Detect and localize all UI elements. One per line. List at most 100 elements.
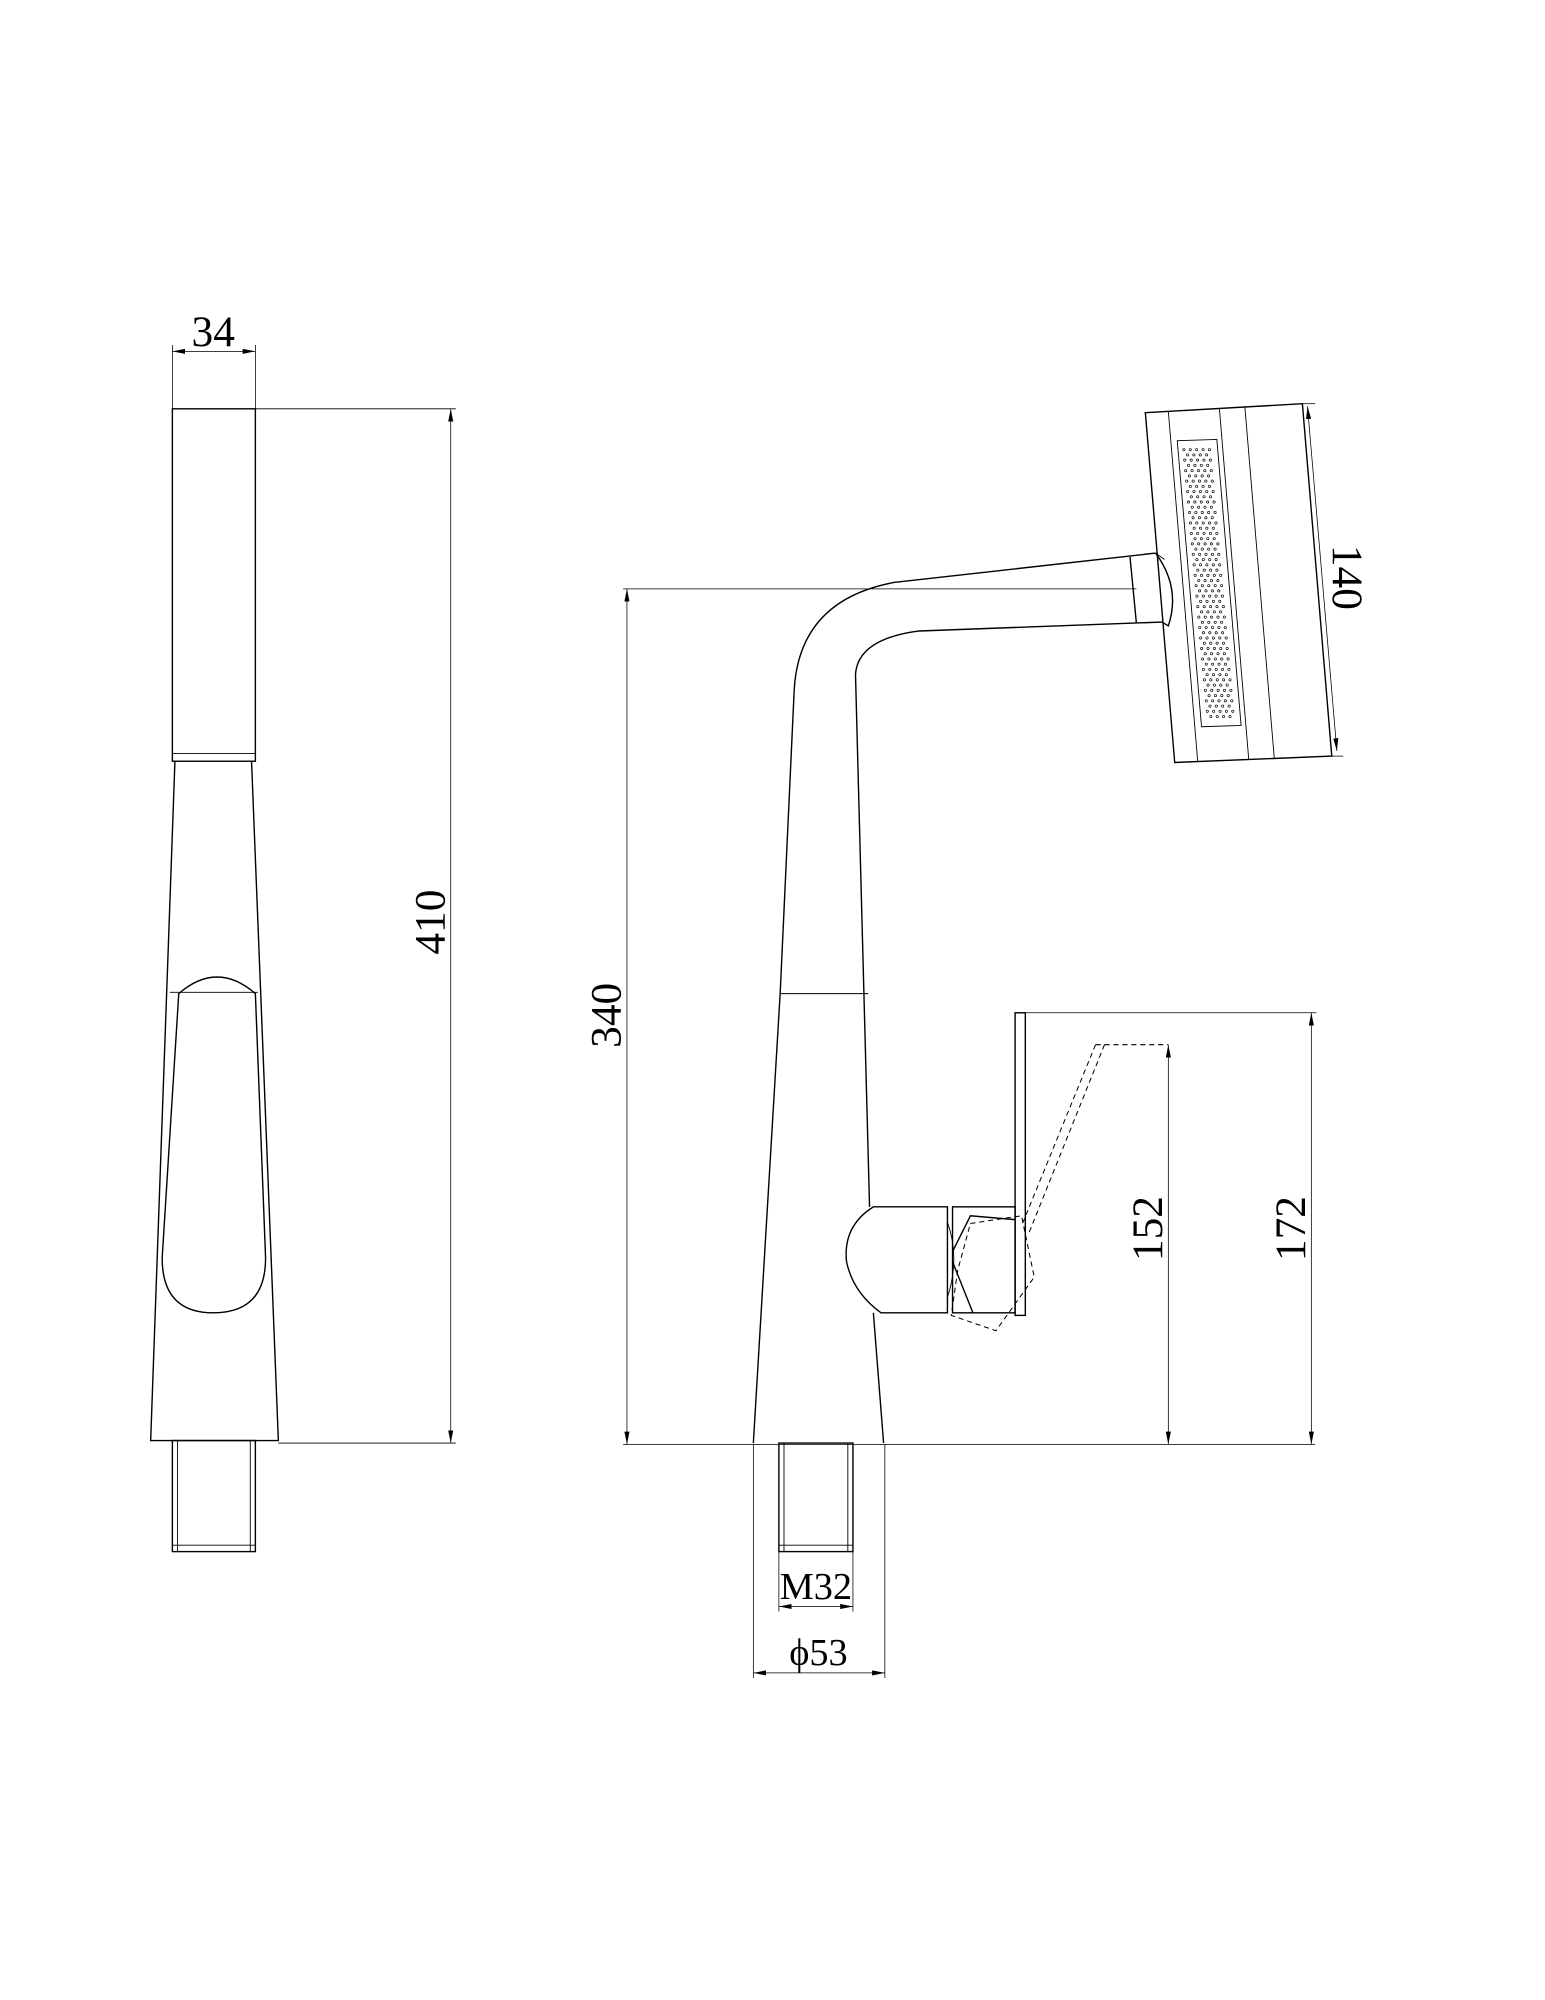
spray-nozzle-dot [1201, 667, 1205, 671]
spray-nozzle-dot [1199, 599, 1203, 603]
spray-nozzle-dot [1198, 490, 1202, 494]
spray-nozzle-dot [1205, 599, 1209, 603]
spray-nozzle-dot [1220, 694, 1224, 698]
spray-nozzle-dot [1208, 531, 1212, 535]
spray-nozzle-dot [1219, 683, 1223, 687]
dimension-label-140: 140 [1323, 545, 1371, 610]
spray-nozzle-dot [1222, 715, 1226, 719]
spray-nozzle-dot [1197, 579, 1201, 583]
spray-nozzle-dot [1184, 469, 1188, 473]
spray-nozzle-dot [1200, 610, 1203, 614]
spray-nozzle-dot [1203, 615, 1207, 619]
spray-nozzle-dot [1187, 500, 1190, 504]
spray-nozzle-dot [1211, 563, 1215, 567]
spray-nozzles [1182, 448, 1235, 719]
spray-nozzle-dot [1187, 474, 1191, 478]
spray-nozzle-dot [1202, 605, 1206, 609]
spray-nozzle-dot [1223, 688, 1226, 692]
spray-nozzle-dot [1219, 610, 1223, 614]
spray-nozzle-dot [1196, 605, 1200, 609]
spray-nozzle-dot [1222, 652, 1226, 656]
spray-nozzle-dot [1227, 704, 1231, 708]
spray-nozzle-dot [1205, 709, 1209, 713]
spray-nozzle-dot [1188, 448, 1192, 452]
side-view: 140 340 [583, 402, 1371, 1679]
dimension-340: 340 [583, 588, 1137, 1445]
spray-nozzle-dot [1186, 453, 1189, 457]
spray-nozzle-dot [1211, 699, 1215, 703]
spray-nozzle-dot [1201, 448, 1205, 452]
spray-nozzle-dot [1199, 463, 1203, 467]
spray-nozzle-dot [1222, 678, 1226, 682]
spray-nozzle-dot [1205, 636, 1209, 640]
spray-nozzle-dot [1191, 552, 1195, 556]
spray-nozzle-dot [1198, 552, 1202, 556]
spray-nozzle-dot [1199, 500, 1203, 504]
spray-nozzle-dot [1207, 584, 1211, 588]
spray-nozzle-dot [1212, 709, 1216, 713]
front-view: 34 410 [149, 308, 456, 1553]
spray-nozzle-dot [1218, 563, 1222, 567]
handshower-head-front [171, 408, 257, 762]
spray-nozzle-dot [1210, 516, 1214, 520]
spout-body-outline [752, 552, 1156, 1444]
spray-nozzle-dot [1204, 516, 1208, 520]
spray-nozzle-dot [1225, 683, 1229, 687]
spray-nozzle-dot [1189, 458, 1193, 462]
spray-nozzle-dot [1200, 547, 1204, 551]
spray-nozzle-dot [1201, 631, 1205, 635]
spray-nozzle-dot [1210, 589, 1214, 593]
spray-nozzle-dot [1208, 495, 1212, 499]
spray-nozzle-dot [1211, 526, 1215, 530]
spray-nozzle-dot [1219, 573, 1223, 577]
spray-nozzle-dot [1188, 511, 1191, 514]
spray-nozzle-dot [1226, 694, 1230, 698]
spray-nozzle-dot [1213, 547, 1217, 551]
dimension-140: 140 [1302, 403, 1371, 757]
spray-nozzle-dot [1215, 715, 1219, 719]
spray-nozzle-dot [1214, 558, 1218, 562]
spray-nozzle-dot [1207, 694, 1211, 698]
spray-nozzle-dot [1192, 563, 1196, 567]
spray-nozzle-dot [1230, 699, 1234, 703]
spray-nozzle-dot [1187, 463, 1190, 467]
lever-plate [1014, 1012, 1027, 1317]
spray-nozzle-dot [1222, 641, 1225, 645]
spray-nozzle-dot [1192, 490, 1196, 494]
spray-nozzle-dot [1203, 688, 1207, 692]
spray-nozzle-dot [1214, 667, 1218, 671]
spray-nozzle-dot [1194, 511, 1198, 514]
spray-nozzle-dot [1193, 463, 1197, 467]
spray-nozzle-dot [1217, 699, 1221, 703]
spray-nozzle-dot [1188, 484, 1192, 488]
spray-nozzle-dot [1218, 673, 1222, 677]
spray-nozzle-dot [1202, 678, 1206, 682]
spray-nozzle-dot [1208, 704, 1212, 708]
spray-nozzle-dot [1192, 453, 1196, 457]
spray-nozzle-dot [1229, 688, 1233, 692]
spray-nozzle-dot [1206, 500, 1210, 504]
spray-nozzle-dot [1216, 652, 1220, 656]
spray-nozzle-dot [1227, 667, 1231, 671]
spray-nozzle-dot [1207, 448, 1211, 452]
spray-nozzle-dot [1212, 683, 1216, 687]
dimension-152: 152 [1124, 1044, 1172, 1445]
spray-nozzle-dot [1211, 599, 1215, 603]
spray-nozzle-dot [1211, 662, 1215, 666]
spray-nozzle-dot [1205, 673, 1209, 677]
spray-nozzle-dot [1216, 615, 1220, 619]
dimension-label-diameter-53: ϕ53 [789, 1632, 847, 1674]
spray-nozzle-dot [1201, 657, 1205, 661]
dimension-label-410: 410 [406, 890, 454, 955]
spray-nozzle-dot [1209, 715, 1213, 719]
spray-nozzle-dot [1224, 636, 1228, 640]
dimension-label-172: 172 [1267, 1196, 1315, 1261]
spray-nozzle-dot [1192, 526, 1196, 530]
spray-nozzle-dot [1209, 568, 1213, 572]
spray-nozzle-dot [1196, 469, 1200, 473]
thread-front [171, 1439, 257, 1553]
spray-nozzle-dot [1191, 516, 1195, 520]
spray-nozzle-dot [1206, 537, 1210, 541]
spray-nozzle-dot [1195, 448, 1199, 452]
spray-nozzle-dot [1212, 673, 1215, 677]
